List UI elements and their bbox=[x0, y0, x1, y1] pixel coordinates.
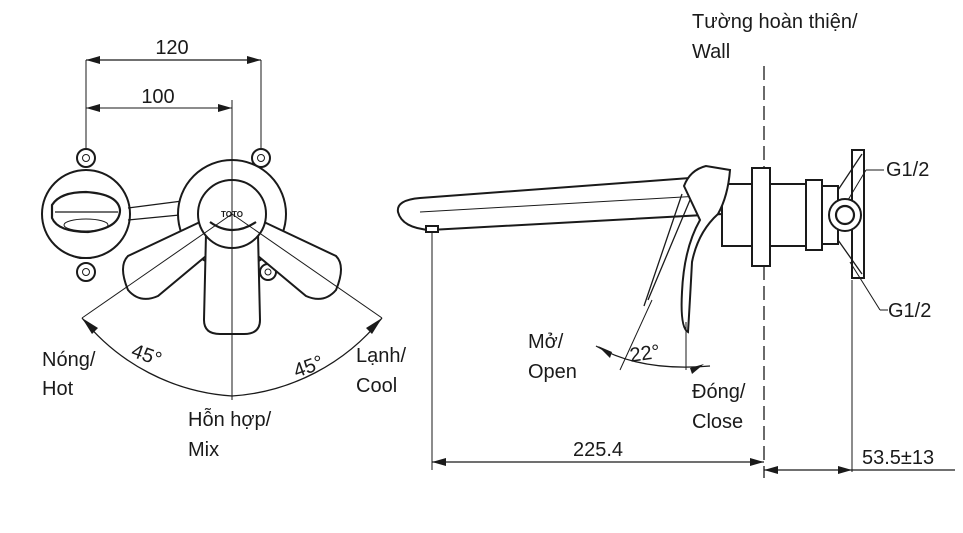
dimension-225-4: 225.4 bbox=[431, 232, 764, 470]
open-label-vi: Mở/ bbox=[528, 331, 564, 353]
close-label-en: Close bbox=[692, 411, 743, 433]
cool-angle-label: 45° bbox=[291, 352, 327, 383]
dimension-225-4-label: 225.4 bbox=[573, 439, 623, 461]
dimension-100: 100 bbox=[86, 86, 233, 170]
mix-label-en: Mix bbox=[188, 439, 219, 461]
open-angle-label: 22° bbox=[628, 341, 661, 367]
mix-label-vi: Hỗn hợp/ bbox=[188, 408, 272, 431]
open-label-en: Open bbox=[528, 361, 577, 383]
dimension-100-label: 100 bbox=[141, 86, 174, 108]
thread-bottom-label: G1/2 bbox=[888, 300, 931, 322]
open-angle-indicator: 22° bbox=[595, 299, 711, 374]
lever-side bbox=[643, 164, 732, 334]
hot-label-en: Hot bbox=[42, 378, 74, 400]
cool-label-vi: Lạnh/ bbox=[356, 345, 406, 367]
dimension-53-5-label: 53.5±13 bbox=[862, 447, 934, 469]
front-view: 120 100 bbox=[41, 37, 406, 461]
hot-side-plate bbox=[41, 148, 131, 282]
spout bbox=[396, 176, 723, 233]
thread-top-label: G1/2 bbox=[886, 159, 929, 181]
valve-body-side bbox=[721, 149, 865, 279]
dimension-120: 120 bbox=[85, 37, 262, 150]
hot-label-vi: Nóng/ bbox=[42, 349, 96, 371]
close-label-vi: Đóng/ bbox=[692, 381, 746, 403]
dimension-120-label: 120 bbox=[155, 37, 188, 59]
wall-label-vi: Tường hoàn thiện/ bbox=[692, 11, 858, 33]
hot-angle-label: 45° bbox=[128, 340, 164, 371]
dimension-53-5: 53.5±13 bbox=[764, 280, 955, 474]
side-view: Tường hoàn thiện/ Wall bbox=[396, 11, 955, 478]
lever-rotation-arcs bbox=[81, 213, 383, 397]
cool-label-en: Cool bbox=[356, 375, 397, 397]
wall-label-en: Wall bbox=[692, 41, 730, 63]
